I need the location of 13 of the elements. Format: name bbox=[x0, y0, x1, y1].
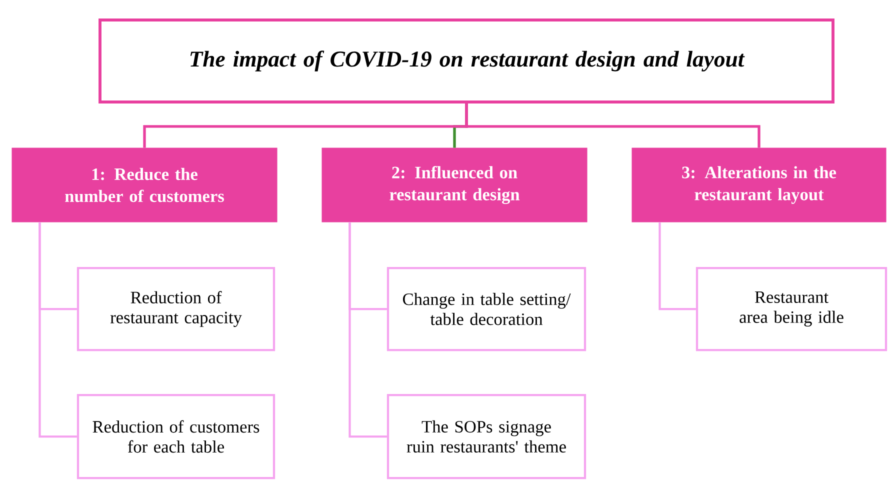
category-box: 3: Alterations in the restaurant layout bbox=[632, 148, 886, 222]
item-box: The SOPs signage ruin restaurants' theme bbox=[386, 394, 586, 480]
connector-line bbox=[38, 222, 77, 438]
item-box: Reduction of customers for each table bbox=[76, 394, 276, 480]
item-box: Change in table setting/ table decoration bbox=[386, 266, 586, 352]
category-box: 1: Reduce the number of customers bbox=[12, 148, 278, 222]
item-box: Restaurant area being idle bbox=[696, 266, 888, 352]
connector-line bbox=[465, 103, 760, 148]
item-box: Reduction of restaurant capacity bbox=[76, 266, 276, 352]
connector-line bbox=[658, 222, 696, 310]
category-box: 2: Influenced on restaurant design bbox=[322, 148, 588, 222]
connector-line bbox=[348, 222, 387, 438]
title-box: The impact of COVID-19 on restaurant design and layout bbox=[98, 18, 834, 104]
